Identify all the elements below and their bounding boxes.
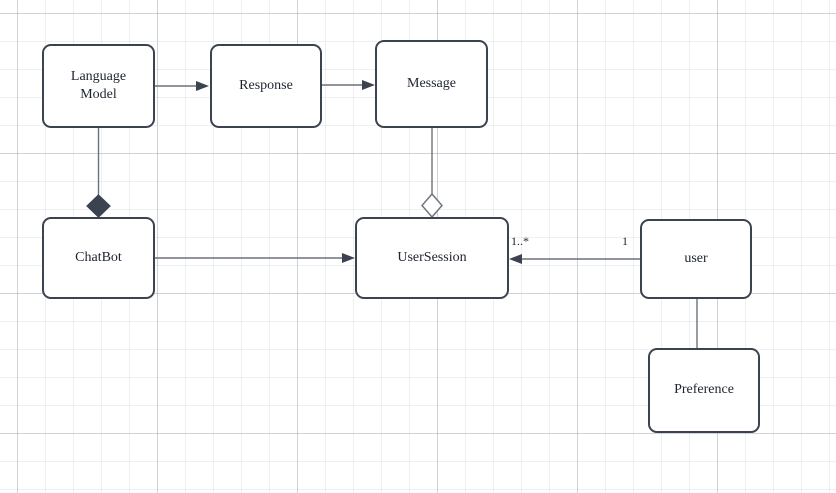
node-language-model[interactable]: Language Model <box>42 44 155 128</box>
edge-language-model-to-response[interactable] <box>155 81 209 91</box>
node-preference[interactable]: Preference <box>648 348 760 433</box>
node-label-language-model: Language Model <box>59 68 138 104</box>
node-label-user: user <box>684 250 708 266</box>
edge-chatbot-to-usersession[interactable] <box>155 253 355 263</box>
node-response[interactable]: Response <box>210 44 322 128</box>
node-user[interactable]: user <box>640 219 752 299</box>
node-label-line2: Model <box>80 87 117 102</box>
node-label-chatbot: ChatBot <box>75 249 122 265</box>
multiplicity-label-user: 1 <box>622 234 628 248</box>
edge-message-to-usersession[interactable] <box>421 128 443 219</box>
edge-user-to-usersession[interactable] <box>509 254 640 264</box>
node-label-message: Message <box>407 75 456 91</box>
node-label-line1: Language <box>70 68 127 84</box>
node-chatbot[interactable]: ChatBot <box>42 217 155 299</box>
node-usersession[interactable]: UserSession <box>355 217 509 299</box>
node-label-response: Response <box>239 77 293 93</box>
node-label-preference: Preference <box>674 382 734 398</box>
multiplicity-label-usersession: 1..* <box>511 234 529 248</box>
edge-language-model-to-chatbot[interactable] <box>86 128 111 218</box>
node-label-usersession: UserSession <box>397 249 467 265</box>
node-message[interactable]: Message <box>375 40 488 128</box>
edge-response-to-message[interactable] <box>322 80 375 90</box>
